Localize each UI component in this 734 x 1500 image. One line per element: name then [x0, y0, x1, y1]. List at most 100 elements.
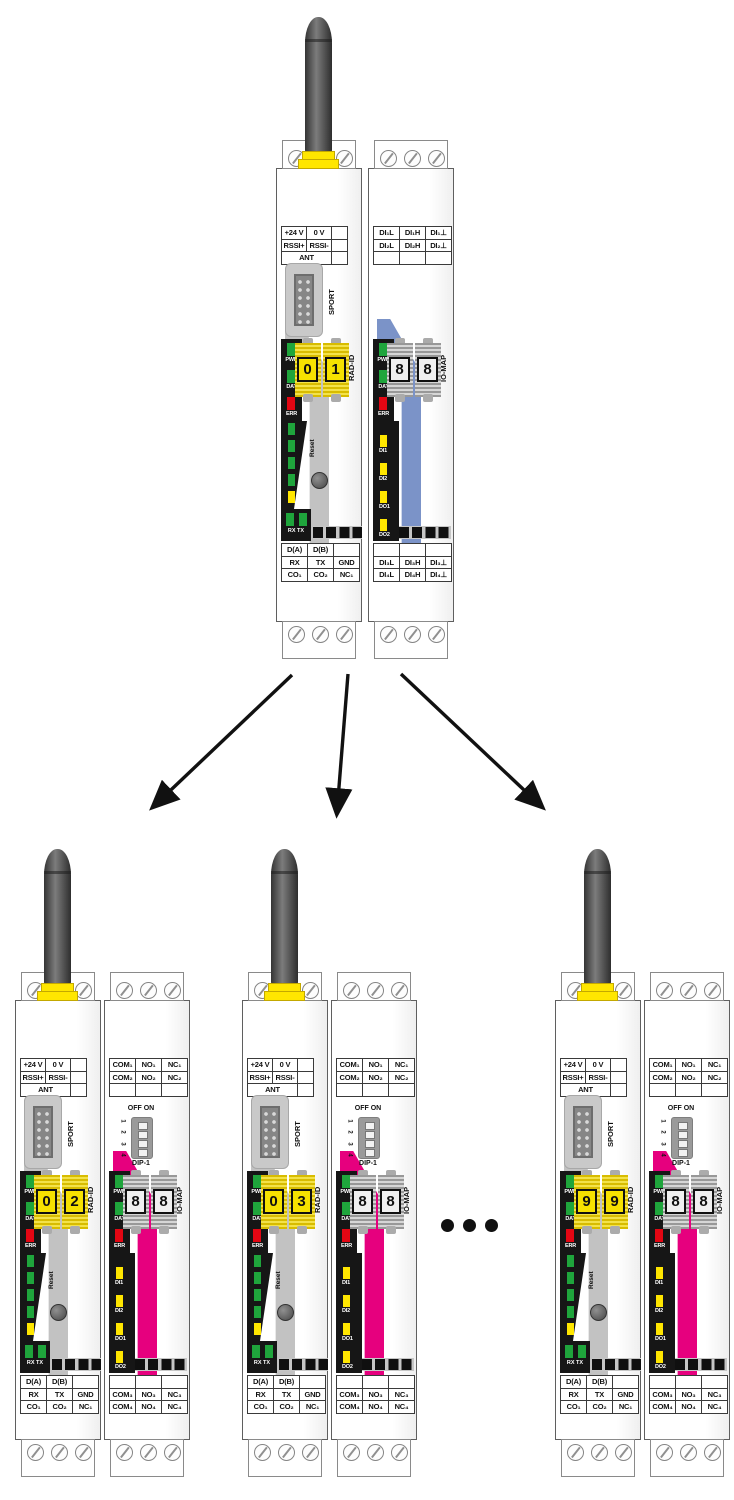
dat-led	[253, 1202, 261, 1215]
dip-switch-name: DIP-1	[132, 1160, 150, 1167]
terminal-screw	[75, 1444, 92, 1461]
dat-led-label: DAT	[565, 1216, 576, 1222]
terminal-label: DI₃H	[400, 556, 426, 569]
thumbwheel-digit: 3	[291, 1189, 312, 1214]
terminal-label: RSSI+	[282, 239, 307, 252]
terminal-label	[136, 1084, 162, 1097]
terminal-label: RX	[282, 556, 308, 569]
terminal-label: NO₄	[676, 1401, 702, 1414]
wedge-cutout	[573, 1253, 586, 1341]
thumbwheel-digit: 2	[64, 1189, 85, 1214]
thumbwheel-digit: 0	[263, 1189, 284, 1214]
thumbwheel-digit: 0	[36, 1189, 57, 1214]
terminal-label: NC₁	[300, 1401, 326, 1414]
antenna-base	[37, 991, 78, 1001]
bottom-terminal-block	[337, 1439, 411, 1477]
terminal-label: TX	[47, 1388, 73, 1401]
terminal-label: RX	[21, 1388, 47, 1401]
terminal-label	[71, 1059, 87, 1072]
err-led	[287, 397, 295, 410]
terminal-label	[300, 1376, 326, 1389]
service-port-connector	[564, 1095, 602, 1169]
terminal-label: 0 V	[586, 1059, 611, 1072]
antenna-rod	[44, 849, 71, 984]
terminal-label: DI₄⊥	[426, 569, 452, 582]
antenna	[264, 849, 305, 1001]
thumbwheel-digit: 8	[693, 1189, 714, 1214]
terminal-label: RSSI-	[307, 239, 332, 252]
terminal-label	[374, 252, 400, 265]
pwr-led	[379, 343, 387, 356]
pwr-led-label: PWR	[113, 1189, 126, 1195]
more-devices-ellipsis	[441, 1219, 501, 1233]
dip-switch	[671, 1117, 693, 1159]
terminal-label: 0 V	[307, 227, 332, 240]
reset-label: Reset	[309, 439, 316, 457]
rssi-bar-led	[567, 1272, 574, 1284]
address-thumbwheel-ones: 2	[62, 1175, 88, 1229]
io-map-thumbwheel-tens: 8	[387, 343, 413, 397]
address-thumbwheel-ones: 3	[289, 1175, 315, 1229]
terminal-label	[650, 1084, 676, 1097]
err-led	[253, 1229, 261, 1242]
thumbwheel-digit: 1	[325, 357, 346, 382]
terminal-label: D(B)	[308, 544, 334, 557]
terminal-screw	[680, 982, 697, 999]
rssi-bar-led	[288, 440, 295, 452]
dip-position-numbers: 1 2 3 4	[345, 1118, 354, 1158]
terminal-label: +24 V	[248, 1059, 273, 1072]
address-thumbwheel-ones: 9	[602, 1175, 628, 1229]
terminal-label: NO₁	[136, 1059, 162, 1072]
terminal-label: COM₃	[110, 1388, 136, 1401]
pwr-led-label: PWR	[24, 1189, 37, 1195]
terminal-label: COM₁	[337, 1059, 363, 1072]
err-led-label: ERR	[113, 1243, 125, 1249]
terminal-screw	[656, 982, 673, 999]
dip-toggle	[138, 1122, 148, 1130]
dip-switch	[358, 1117, 380, 1159]
bus-connector-contacts	[313, 526, 362, 539]
terminal-screw	[116, 1444, 133, 1461]
dip-position-numbers: 1 2 3 4	[658, 1118, 667, 1158]
do1-led	[343, 1323, 350, 1335]
terminal-label: NO₁	[676, 1059, 702, 1072]
terminal-label: NC₁	[389, 1059, 415, 1072]
terminal-label: CO₁	[561, 1401, 587, 1414]
bus-connector-contacts	[52, 1358, 101, 1371]
bottom-terminal-block	[282, 621, 356, 659]
dat-led-label: DAT	[654, 1216, 665, 1222]
antenna-base	[264, 991, 305, 1001]
io-map-thumbwheel-tens: 8	[350, 1175, 376, 1229]
terminal-label: NO₂	[136, 1071, 162, 1084]
dat-led	[287, 370, 295, 383]
dip-number: 1	[346, 1119, 353, 1123]
rssi-bar-led	[27, 1289, 34, 1301]
terminal-label-table-top: +24 V 0 V RSSI+ RSSI- ANT	[560, 1058, 627, 1097]
do1-led	[116, 1323, 123, 1335]
dip-number: 3	[346, 1141, 353, 1146]
rssi-bar-led	[254, 1289, 261, 1301]
rxtx-label: RX TX	[253, 1360, 271, 1366]
bottom-terminal-block	[650, 1439, 724, 1477]
io-map-thumbwheel-ones: 8	[378, 1175, 404, 1229]
dip-toggle	[138, 1140, 148, 1148]
top-terminal-block	[337, 972, 411, 1001]
terminal-label: COM₃	[337, 1388, 363, 1401]
dip-toggle	[678, 1122, 688, 1130]
dip-number: 3	[659, 1141, 666, 1146]
terminal-label-table-top: COM₁ NO₁ NC₁ COM₂ NO₂ NC₂	[649, 1058, 728, 1097]
rx-led	[565, 1345, 573, 1358]
dip-number: 4	[659, 1153, 666, 1157]
terminal-screw	[615, 1444, 632, 1461]
terminal-label: NC₂	[389, 1071, 415, 1084]
terminal-label: NO₁	[363, 1059, 389, 1072]
do2-led-label: DO2	[379, 532, 390, 538]
terminal-label: DI₄H	[400, 569, 426, 582]
io-map-thumbwheel-tens: 8	[123, 1175, 149, 1229]
terminal-label: TX	[308, 556, 334, 569]
dat-led	[379, 370, 387, 383]
terminal-label: DI₂⊥	[426, 239, 452, 252]
bus-connector-contacts	[399, 526, 451, 539]
io-map-thumbwheel-ones: 8	[151, 1175, 177, 1229]
terminal-screw	[164, 982, 181, 999]
